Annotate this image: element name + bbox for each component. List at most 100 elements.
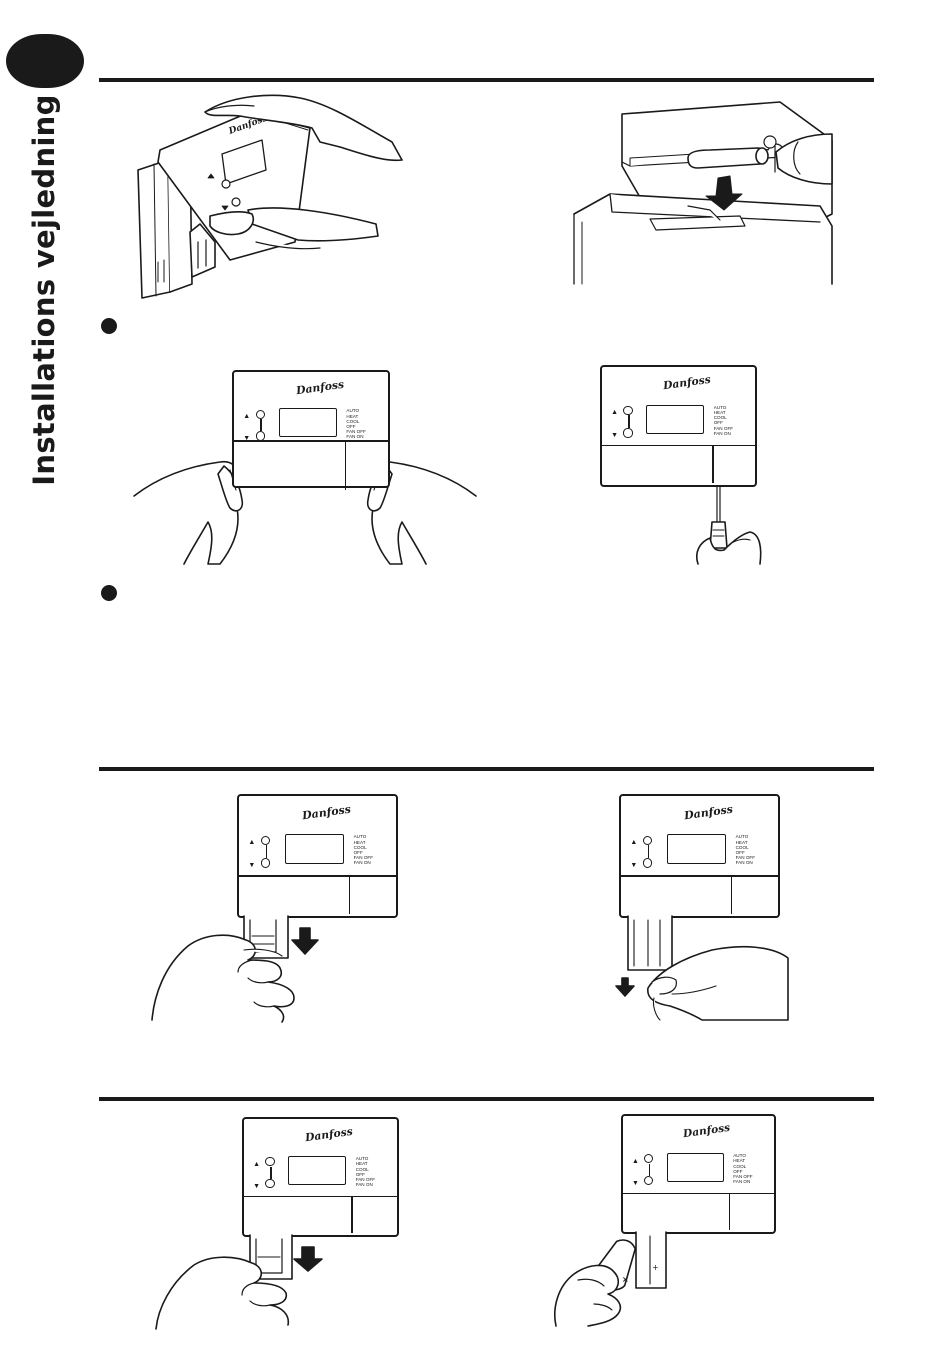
section-tab-icon [6,34,84,88]
mode-label: AUTO [733,1153,746,1159]
figure-pull-tray-2 [150,1234,325,1330]
svg-text:×: × [622,1275,629,1284]
mode-label: FAN OFF [346,429,366,435]
cover-split [712,444,714,483]
up-arrow-icon: ▲ [632,1157,639,1165]
svg-text:+: + [652,1263,659,1272]
mode-label: HEAT [733,1158,746,1164]
mode-label: FAN ON [735,860,753,866]
mode-label: OFF [353,850,363,855]
cover-divider [621,875,778,877]
down-button [255,431,265,441]
mode-label: FAN OFF [713,425,734,431]
mode-label: HEAT [735,839,748,845]
lcd-screen [666,1153,725,1183]
button-link-line [647,845,650,859]
cover-divider [239,875,396,877]
figure-pull-tray [148,915,319,1024]
figure-insert-battery: + × [548,1231,678,1327]
up-arrow-icon: ▲ [630,839,638,847]
mode-label: OFF [713,420,723,426]
mode-label: FAN ON [346,434,364,440]
down-button [644,1176,654,1186]
figure-hinge-detail [570,94,835,285]
cover-split [351,1195,353,1233]
down-arrow-icon: ▼ [630,862,638,869]
brand-logo: Danfoss [301,802,352,822]
cover-split [728,1192,731,1230]
down-button [265,1179,275,1189]
mode-label: COOL [733,1163,747,1169]
brand-logo: Danfoss [682,1122,732,1141]
mode-label: FAN ON [353,860,371,866]
figure-remove-battery [612,915,792,1021]
mode-label: COOL [713,415,727,421]
mode-label: FAN OFF [355,1176,376,1182]
up-arrow-icon: ▲ [248,839,256,847]
figure-screwdriver [690,485,770,566]
up-button [255,409,265,419]
button-link-line [648,1163,651,1177]
lcd-screen [278,408,338,437]
button-link-line [270,1166,272,1180]
mode-label: FAN ON [713,430,731,436]
button-link-line [628,415,630,429]
button-link-line [260,418,262,432]
cover-divider [234,440,388,442]
mode-label: AUTO [355,1156,369,1162]
up-button [642,835,653,845]
figure-remove-cover: Danfoss [130,92,420,307]
down-button [623,428,633,438]
section-rule-top [99,78,874,82]
mode-label: FAN OFF [733,1173,753,1179]
step-bullet-1 [101,318,117,334]
cover-split [348,875,351,914]
down-button [642,858,653,868]
mode-label: OFF [733,1168,743,1174]
lcd-screen [284,834,345,865]
cover-split [344,440,347,484]
mode-label: OFF [355,1171,365,1177]
mode-label: COOL [735,844,749,850]
down-arrow-icon: ▼ [243,434,251,442]
mode-label: COOL [346,418,360,424]
mode-label: FAN OFF [735,855,756,861]
section-rule-middle [99,767,874,771]
up-button [623,405,633,416]
down-arrow-icon: ▼ [253,1182,261,1190]
lcd-screen [288,1156,347,1186]
up-button [644,1154,654,1164]
cover-divider [623,1192,774,1195]
mode-label: HEAT [353,839,366,845]
lcd-screen [646,404,705,435]
down-arrow-icon: ▼ [632,1179,639,1187]
mode-label: COOL [355,1166,369,1172]
down-arrow-icon: ▼ [248,862,256,869]
down-button [260,858,271,868]
mode-label: AUTO [735,834,749,840]
mode-label: FAN ON [733,1179,751,1185]
cover-divider [244,1195,397,1198]
mode-label: FAN OFF [353,855,374,861]
mode-label: FAN ON [355,1182,373,1188]
cover-split [730,875,733,914]
up-arrow-icon: ▲ [243,413,251,421]
cover-latch [344,484,347,490]
mode-label: HEAT [355,1161,368,1167]
mode-label: OFF [735,850,745,855]
section-rule-bottom [99,1097,874,1101]
up-arrow-icon: ▲ [611,409,619,417]
brand-logo: Danfoss [683,802,734,822]
brand-logo: Danfoss [304,1125,354,1145]
lcd-screen [666,834,727,865]
down-arrow-icon: ▼ [611,431,619,439]
